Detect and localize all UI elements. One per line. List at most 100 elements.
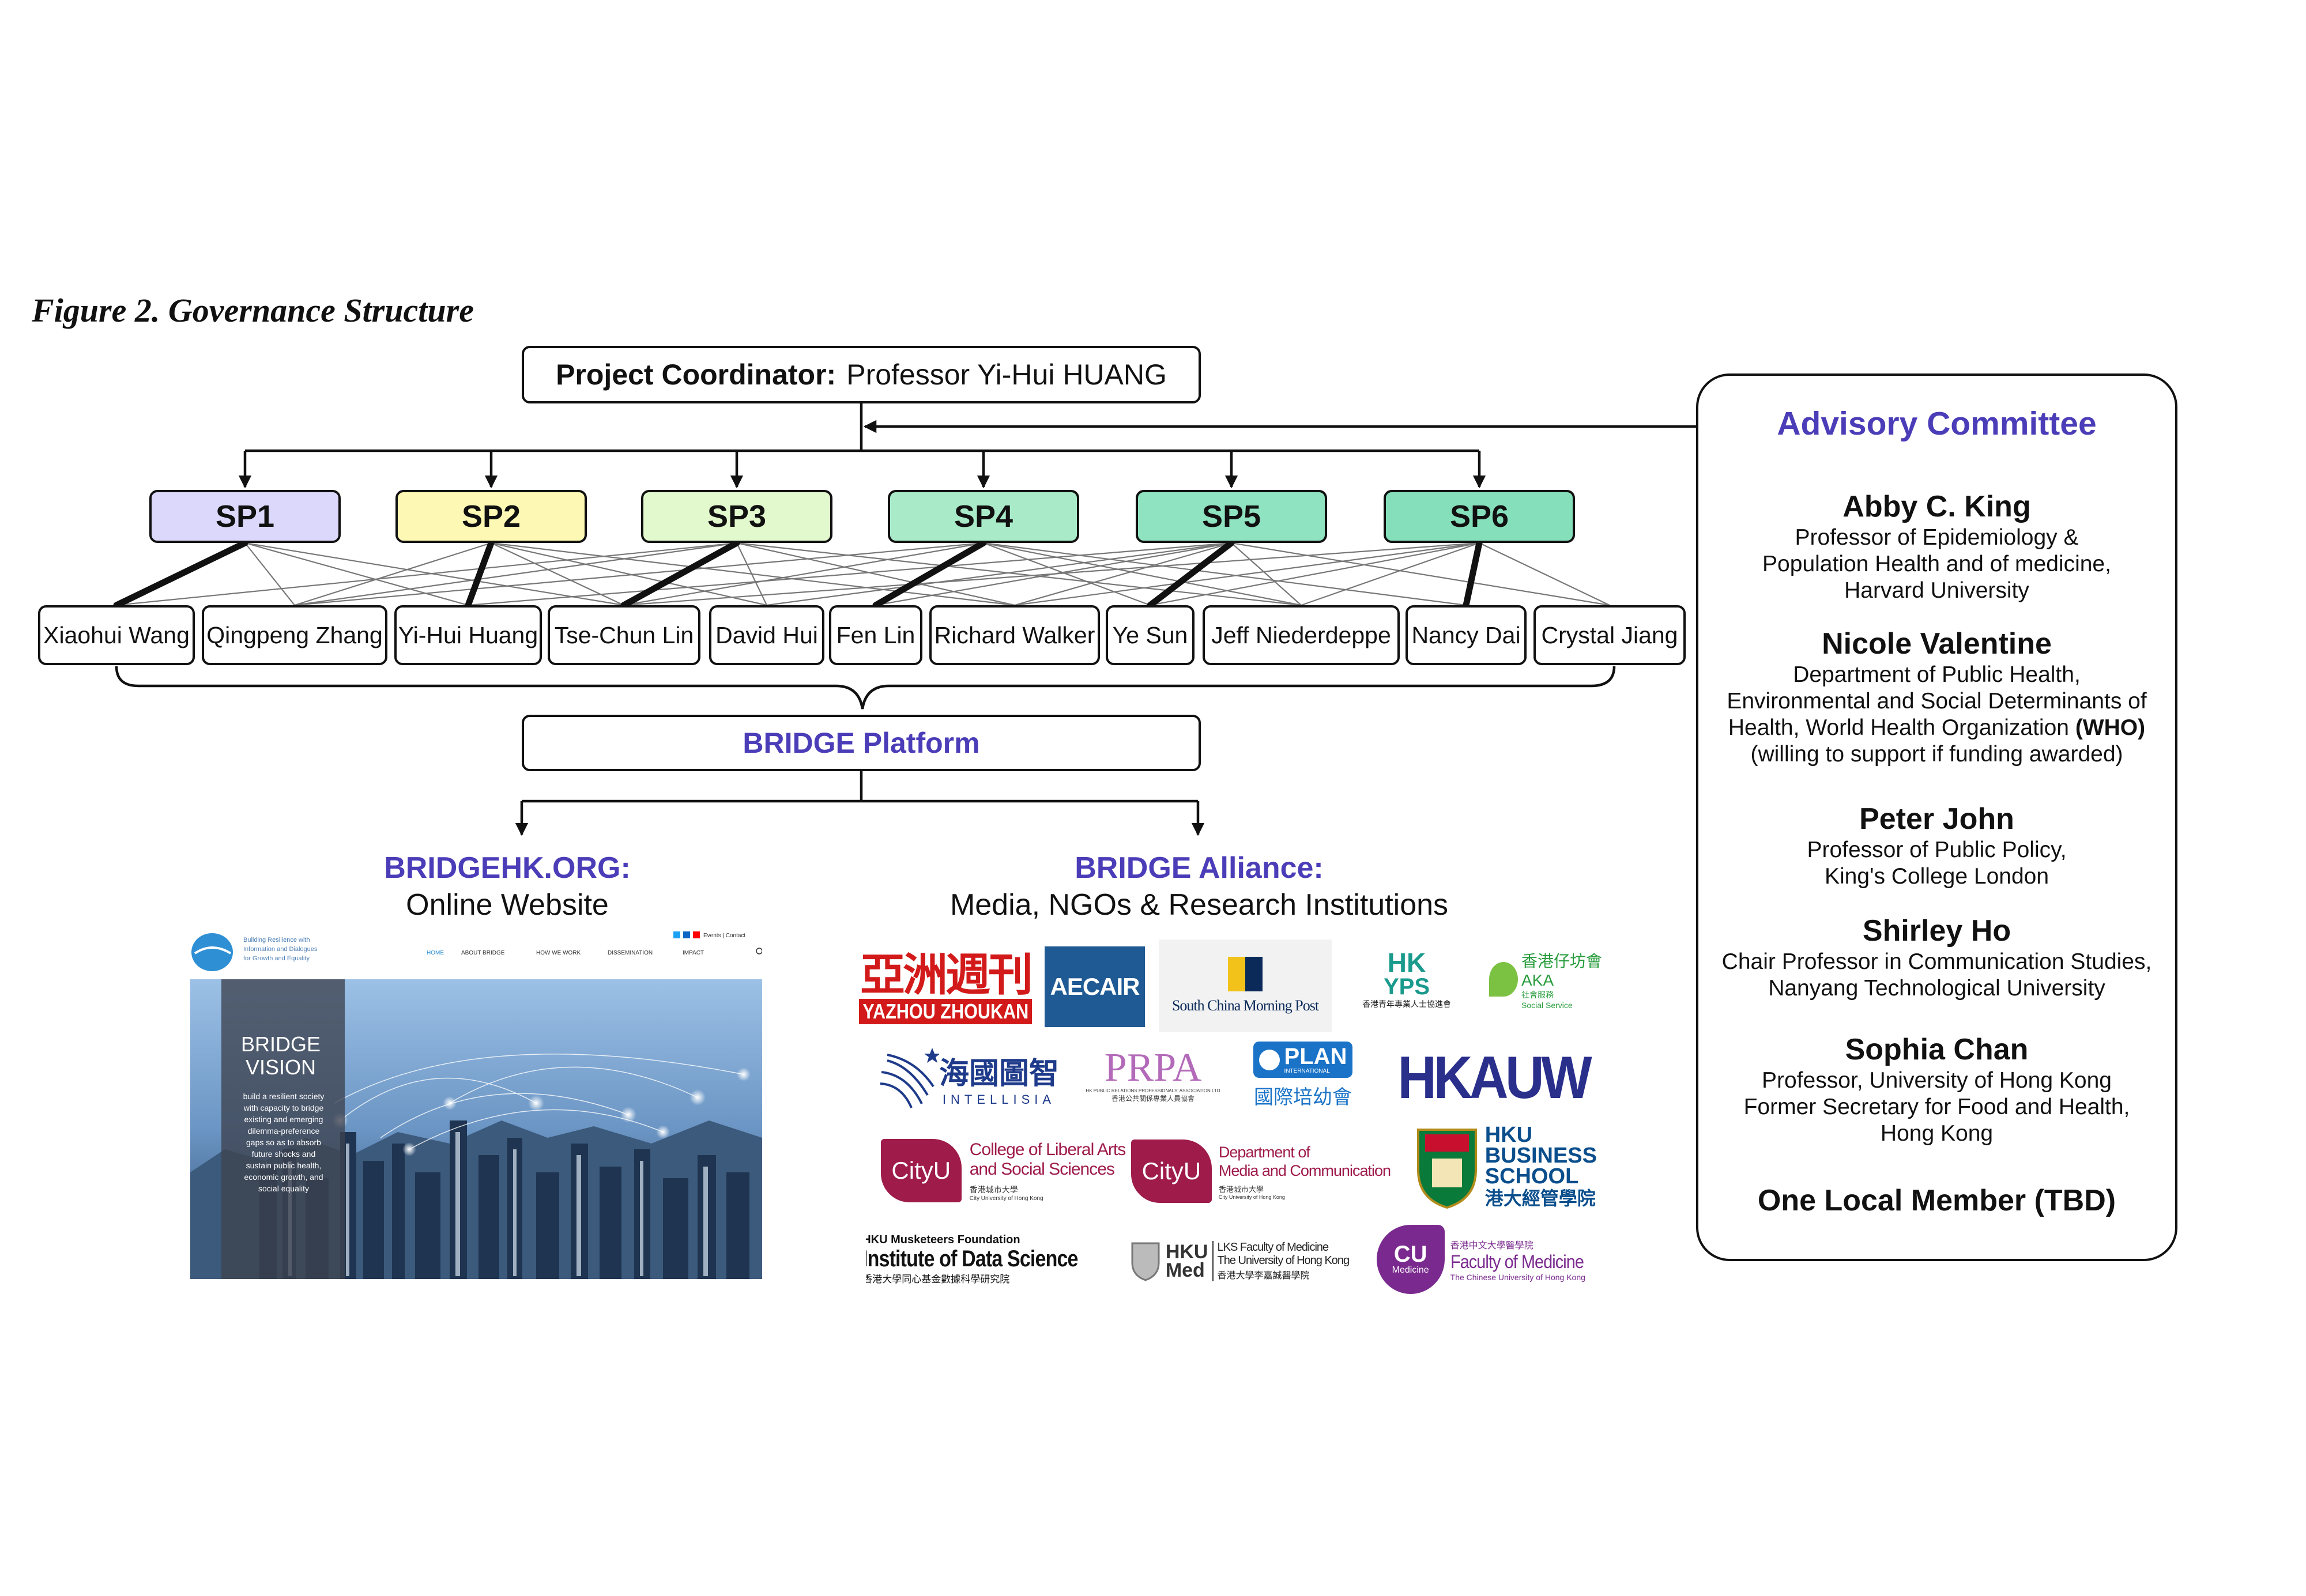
lead-link [1463, 539, 1483, 609]
lead-link [620, 539, 740, 609]
collaboration-link [491, 542, 624, 606]
collaboration-link [468, 542, 1232, 606]
website-subtitle: Online Website [406, 888, 609, 922]
collaboration-link [983, 542, 1467, 606]
collaboration-link [244, 542, 469, 606]
collaboration-link [1231, 542, 1610, 606]
svg-text:Information and Dialogues: Information and Dialogues [243, 946, 318, 953]
logo-hkyps: HK YPS 香港青年專業人士協進會 [1362, 948, 1451, 1009]
logo-hku-business-school: HKU BUSINESS SCHOOL 港大經管學院 [1412, 1118, 1597, 1216]
advisory-member: Sophia Chan Professor, University of Hon… [1698, 1032, 2175, 1147]
svg-text:Events | Contact: Events | Contact [703, 933, 745, 939]
svg-text:BRIDGE: BRIDGE [241, 1032, 321, 1056]
member-box: Nancy Dai [1406, 605, 1527, 665]
collaboration-link [1014, 542, 1480, 606]
collaboration-link [1014, 542, 1232, 606]
advisory-member: Shirley Ho Chair Professor in Communicat… [1698, 913, 2175, 1002]
member-box: Jeff Niederdeppe [1203, 605, 1400, 665]
svg-text:HOW WE WORK: HOW WE WORK [536, 950, 581, 956]
logo-cityu-media-communication: CityU Department of Media and Communicat… [1131, 1131, 1391, 1212]
alliance-subtitle: Media, NGOs & Research Institutions [949, 888, 1449, 922]
subproject-box-sp6: SP6 [1384, 490, 1575, 543]
collaboration-link [983, 542, 1151, 606]
collaboration-link [294, 542, 737, 606]
hku-crest-icon [1417, 1129, 1477, 1209]
svg-text:with capacity to bridge: with capacity to bridge [243, 1103, 324, 1112]
advisory-local-member: One Local Member (TBD) [1757, 1184, 2116, 1217]
svg-text:ABOUT BRIDGE: ABOUT BRIDGE [461, 950, 505, 956]
advisory-member-name: Abby C. King [1842, 490, 2031, 523]
collaboration-link [623, 542, 1480, 606]
collaboration-link [116, 542, 737, 606]
subproject-box-sp2: SP2 [395, 490, 587, 543]
coordinator-label: Project Coordinator: [556, 359, 837, 391]
advisory-committee-panel: Advisory Committee Abby C. King Professo… [1696, 373, 2177, 1261]
svg-text:existing and emerging: existing and emerging [244, 1115, 323, 1124]
figure-title: Figure 2. Governance Structure [32, 292, 474, 329]
logo-plan-international: PLAN INTERNATIONAL 國際培幼會 [1239, 1035, 1366, 1116]
collaboration-link [1231, 542, 1302, 606]
intellisia-emblem-icon [880, 1048, 939, 1108]
lead-link [113, 539, 248, 609]
member-box: Richard Walker [929, 605, 1100, 665]
collaboration-link [294, 542, 492, 606]
svg-text:VISION: VISION [246, 1055, 316, 1079]
logo-scmp: South China Morning Post [1159, 940, 1332, 1032]
lead-link [1147, 539, 1235, 609]
advisory-member: Peter John Professor of Public Policy, K… [1698, 801, 2175, 890]
member-box: David Hui [709, 605, 824, 665]
svg-text:gaps so as to absorb: gaps so as to absorb [246, 1138, 321, 1147]
member-box: Yi-Hui Huang [394, 605, 542, 665]
logo-cuhk-medicine: CU Medicine 香港中文大學醫學院 Faculty of Medicin… [1372, 1222, 1603, 1297]
logo-aecair: AECAIR [1045, 946, 1145, 1027]
collaboration-link [1479, 542, 1610, 606]
lead-link [872, 539, 987, 609]
svg-text:economic growth, and: economic growth, and [244, 1172, 323, 1182]
svg-text:build a resilient society: build a resilient society [243, 1092, 325, 1101]
svg-text:Building Resilience with: Building Resilience with [243, 937, 310, 944]
logo-hku-institute-data-science: HKU Musketeers Foundation Institute of D… [866, 1228, 1108, 1291]
svg-text:social equality: social equality [258, 1184, 309, 1193]
advisory-member: Abby C. King Professor of Epidemiology &… [1698, 489, 2175, 604]
collaboration-link [1301, 542, 1480, 606]
logo-cityu-class: CityU College of Liberal Arts and Social… [871, 1127, 1136, 1214]
logo-intellisia: 海國圖智 INTELLISIA [858, 1037, 1077, 1118]
collaboration-link [244, 542, 295, 606]
project-coordinator-box: Project Coordinator: Professor Yi-Hui HU… [522, 346, 1201, 403]
collaboration-link [623, 542, 984, 606]
collaboration-link [244, 542, 624, 606]
website-screenshot: Building Resilience with Information and… [190, 930, 762, 1279]
advisory-title: Advisory Committee [1777, 405, 2097, 442]
alliance-section-title: BRIDGE Alliance: Media, NGOs & Research … [899, 850, 1499, 923]
collaboration-link [491, 542, 767, 606]
svg-text:future shocks and: future shocks and [252, 1149, 316, 1159]
svg-text:dilemma-preference: dilemma-preference [248, 1126, 320, 1135]
svg-text:HOME: HOME [427, 950, 444, 956]
member-box: Fen Lin [829, 605, 922, 665]
advisory-member-name: Peter John [1859, 802, 2014, 836]
advisory-member-name: Shirley Ho [1862, 914, 2011, 948]
website-section-title: BRIDGEHK.ORG: Online Website [334, 850, 680, 923]
subproject-box-sp4: SP4 [888, 490, 1079, 543]
hku-crest-icon [1131, 1242, 1160, 1281]
subproject-box-sp1: SP1 [149, 490, 341, 543]
logo-prpa: PRPA HK PUBLIC RELATIONS PROFESSIONALS' … [1086, 1046, 1220, 1103]
member-box: Tse-Chun Lin [548, 605, 700, 665]
collaboration-link [294, 542, 984, 606]
advisory-member: Nicole Valentine Department of Public He… [1698, 626, 2175, 768]
coordinator-name: Professor Yi-Hui HUANG [846, 359, 1167, 391]
subproject-box-sp3: SP3 [641, 490, 832, 543]
logo-yazhou-zhoukan: 亞洲週刊 YAZHOU ZHOUKAN [859, 945, 1032, 1029]
website-screenshot-image: Building Resilience with Information and… [190, 930, 762, 1279]
logo-hku-med: HKU Med LKS Faculty of Medicine The Univ… [1118, 1232, 1361, 1290]
bridge-platform-box: BRIDGE Platform [522, 715, 1201, 771]
logo-hkauw: HKAUW [1397, 1044, 1592, 1111]
collaboration-link [766, 542, 1232, 606]
svg-text:sustain public health,: sustain public health, [246, 1161, 322, 1170]
website-title: BRIDGEHK.ORG: [384, 851, 631, 885]
member-box: Ye Sun [1106, 605, 1195, 665]
collaboration-link [491, 542, 1015, 606]
collaboration-link [736, 542, 1015, 606]
member-box: Qingpeng Zhang [202, 605, 387, 665]
